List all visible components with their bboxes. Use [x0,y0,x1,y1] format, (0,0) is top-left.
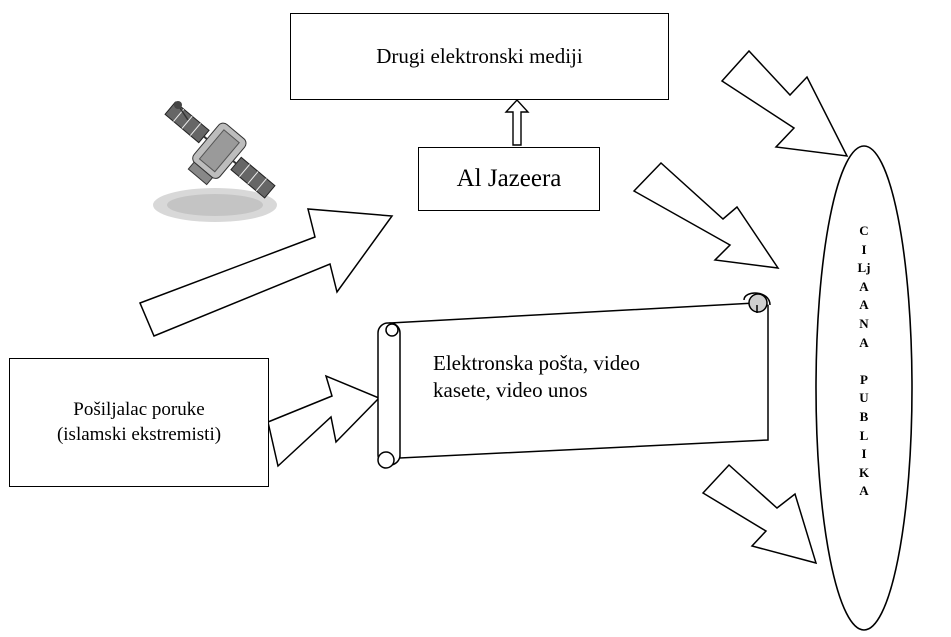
scroll-label-line2: kasete, video unos [433,378,588,403]
audience-letter: A [859,483,869,499]
audience-letter: I [861,446,867,462]
message-scroll [377,292,771,469]
satellite-icon [153,101,277,222]
audience-letter: P [860,371,868,387]
al-jazeera-label: Al Jazeera [456,165,562,192]
audience-letter: L [859,427,869,443]
message-sender-box: Pošiljalac poruke (islamski ekstremisti) [9,358,269,487]
arrow-media-to-audience [720,49,849,157]
audience-letter: A [859,297,869,313]
other-electronic-media-label: Drugi elektronski mediji [376,44,583,68]
audience-letter: K [858,464,870,480]
arrow-aljazeera-to-audience [632,161,780,269]
audience-letter: U [859,390,869,406]
arrow-scroll-to-audience [701,463,818,565]
audience-letter: A [859,334,869,350]
audience-letter: A [859,278,869,294]
other-electronic-media-box: Drugi elektronski mediji [290,13,669,100]
target-audience-label: C I Lj A A N A P U B L I K A [829,222,899,501]
arrow-to-scroll [267,374,381,468]
arrow-aljazeera-to-media [504,98,530,146]
audience-letter: N [859,315,869,331]
audience-letter: I [861,241,867,257]
target-audience-ellipse [815,145,913,631]
scroll-label: Elektronska pošta, video kasete, video u… [433,350,733,405]
audience-letter: B [859,408,869,424]
al-jazeera-box: Al Jazeera [418,147,600,211]
audience-letter: C [859,223,869,238]
audience-letter: Lj [857,260,871,276]
scroll-label-line1: Elektronska pošta, video [433,351,641,375]
sender-label-line2: (islamski ekstremisti) [56,423,222,445]
arrow-to-aljazeera [139,208,394,337]
sender-label-line1: Pošiljalac poruke [73,398,205,420]
